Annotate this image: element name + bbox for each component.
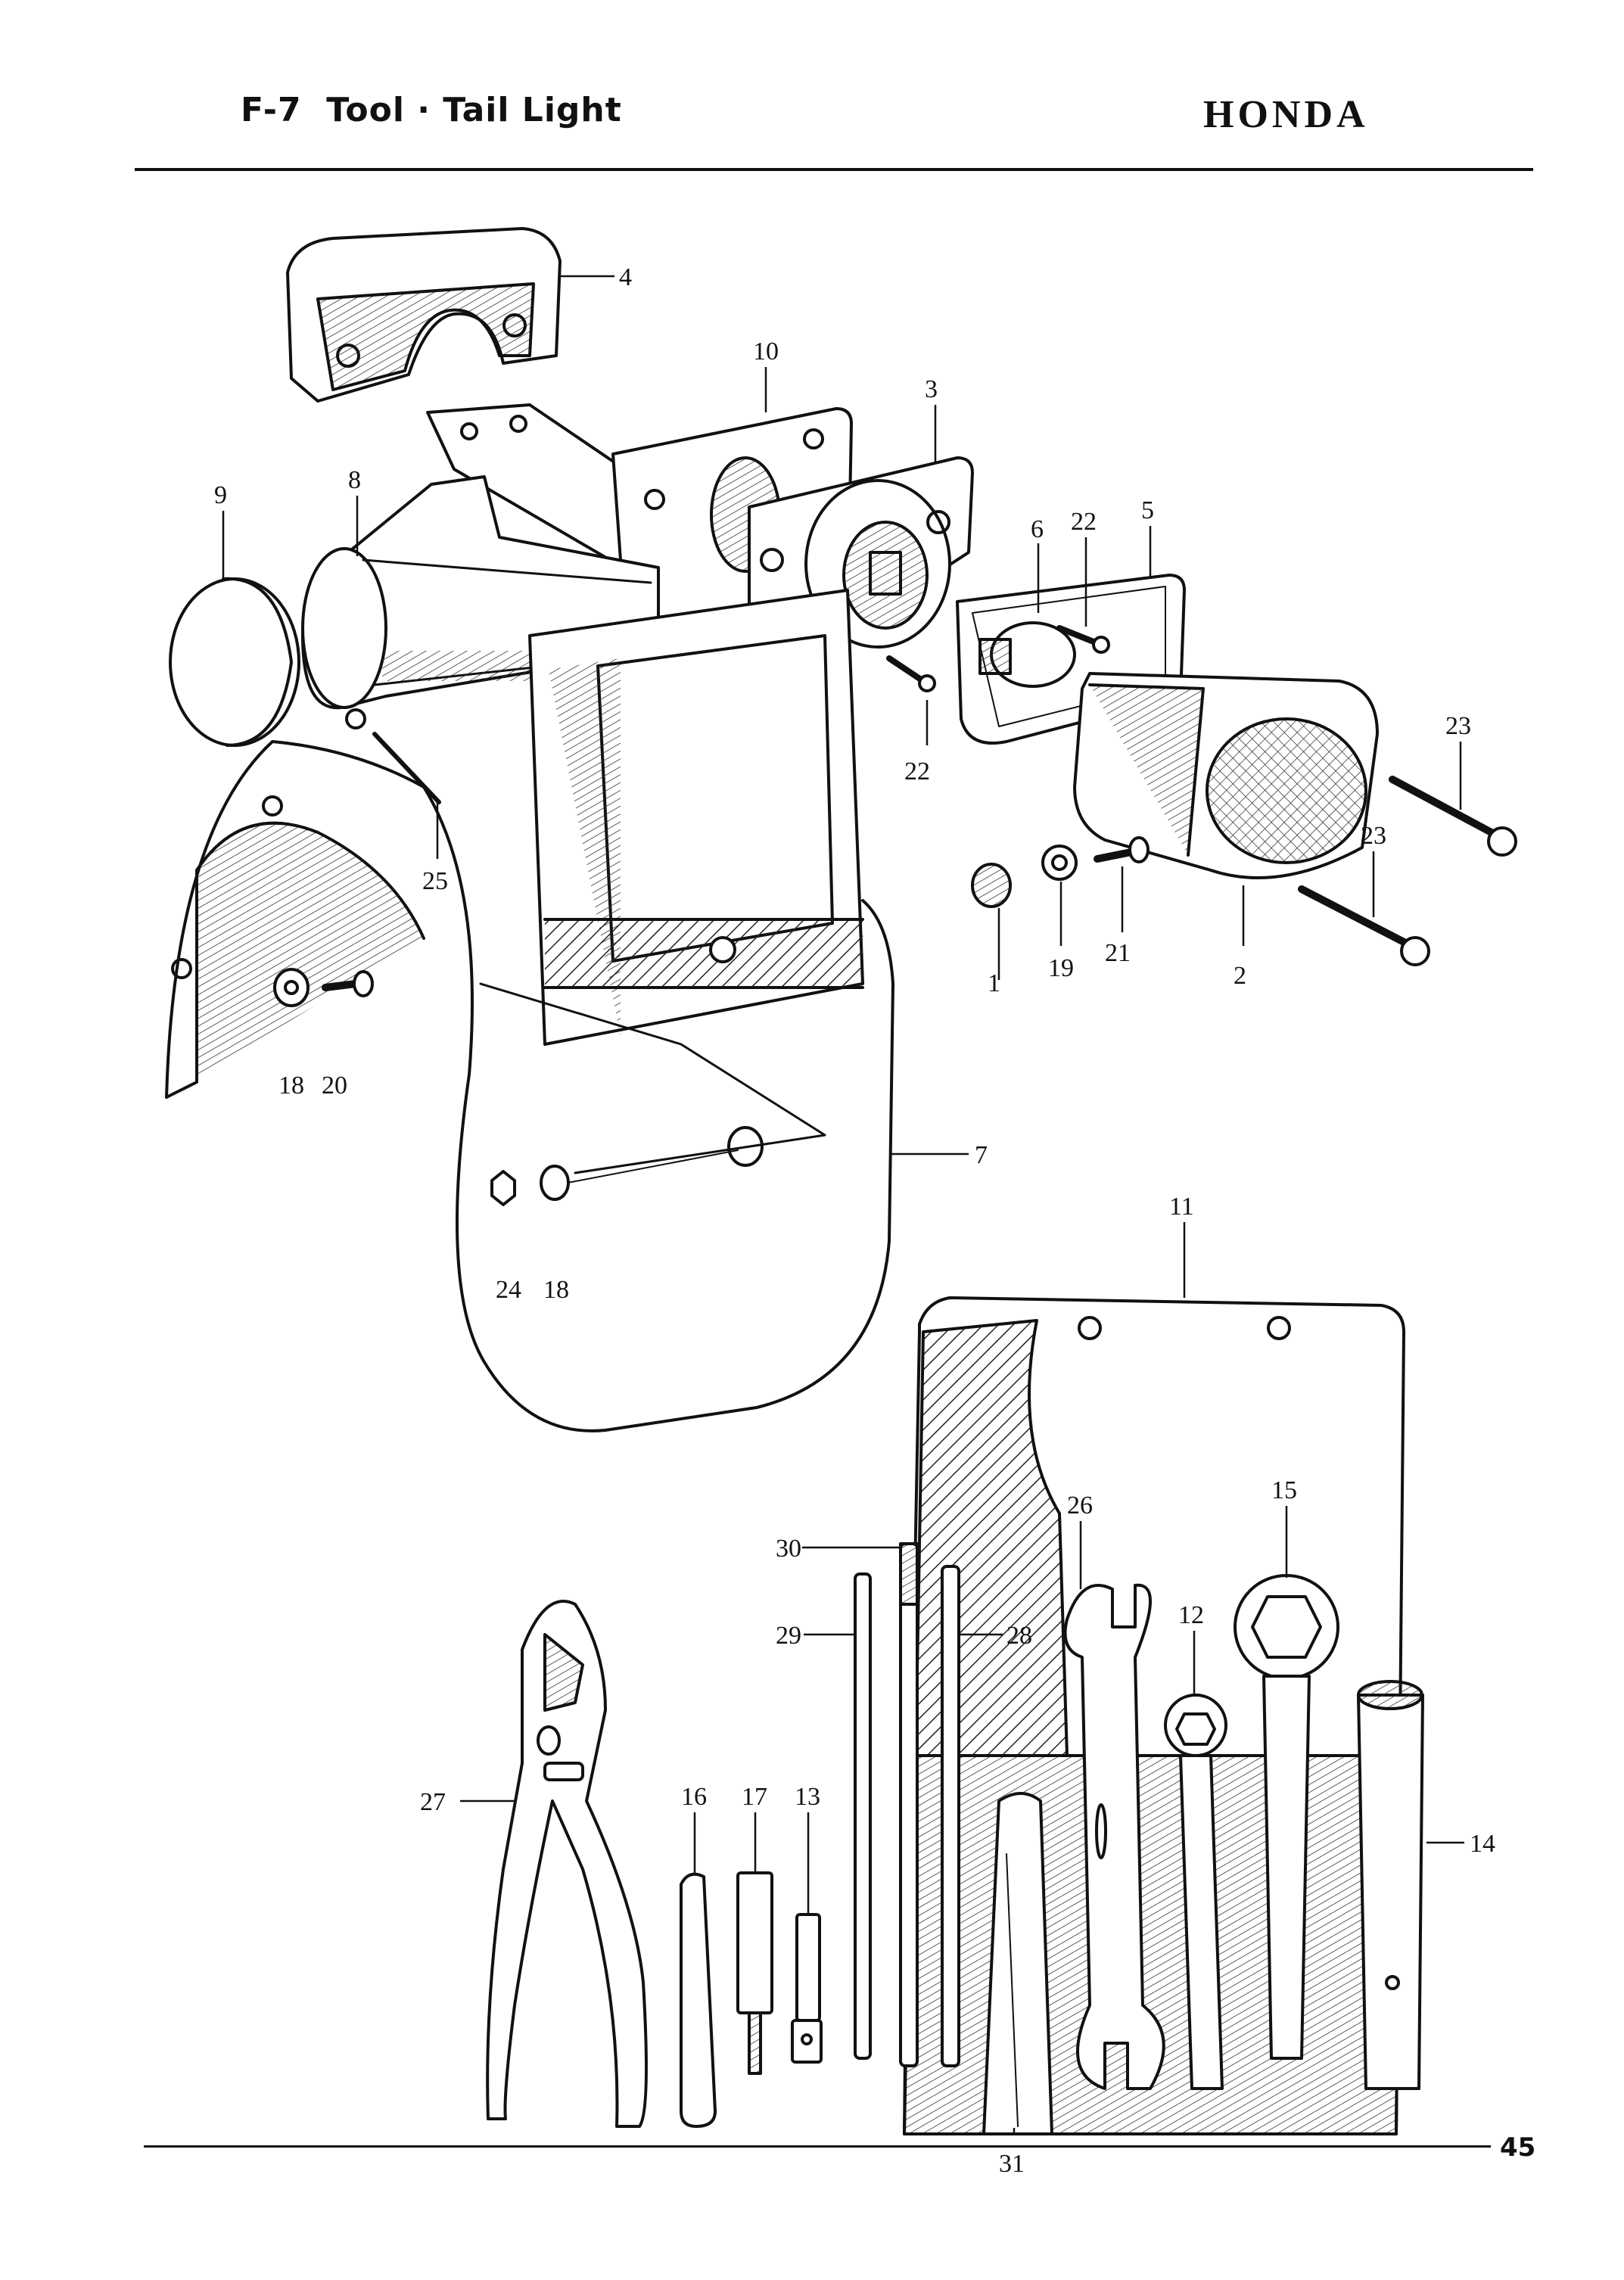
callout-6: 6 xyxy=(1031,515,1044,543)
collar-18-part xyxy=(540,1149,739,1201)
license-plate-bracket-part xyxy=(528,589,864,1046)
socket-13-part xyxy=(791,1913,823,2064)
callout-10: 10 xyxy=(753,337,779,365)
lens-cap-part xyxy=(169,577,300,747)
callout-12: 12 xyxy=(1178,1601,1204,1629)
callout-7: 7 xyxy=(975,1141,988,1169)
screwdriver-handle-part xyxy=(982,1792,1053,2135)
callout-14: 14 xyxy=(1470,1830,1495,1858)
header-rule xyxy=(135,168,1533,171)
callout-31: 31 xyxy=(999,2150,1025,2178)
callout-3: 3 xyxy=(925,375,938,403)
callout-27: 27 xyxy=(420,1788,446,1816)
callout-20: 20 xyxy=(322,1072,347,1100)
footer-rule xyxy=(144,2145,1491,2148)
washer-18-part xyxy=(273,968,310,1007)
screw-22-lower-part xyxy=(886,655,936,692)
screw-22-upper-part xyxy=(1056,625,1110,654)
collar-part xyxy=(1041,845,1078,881)
callout-15: 15 xyxy=(1271,1476,1297,1504)
callout-1: 1 xyxy=(988,969,1000,997)
ring-spanner-part xyxy=(1234,1574,1339,2060)
bolt-20-part xyxy=(322,970,374,997)
callout-25: 25 xyxy=(422,867,448,895)
callout-16: 16 xyxy=(681,1783,707,1811)
callout-11: 11 xyxy=(1169,1193,1194,1221)
screwdriver-28-part xyxy=(941,1565,960,2067)
rear-mudguard-part xyxy=(165,740,894,1432)
bulb-part xyxy=(978,621,1076,688)
open-end-wrench-part xyxy=(1063,1583,1165,2090)
callout-22-upper: 22 xyxy=(1071,508,1097,536)
page-title: F-7 Tool · Tail Light xyxy=(241,91,622,129)
callout-28: 28 xyxy=(1006,1622,1032,1650)
callout-17: 17 xyxy=(742,1783,767,1811)
tail-light-cover-part xyxy=(286,227,562,403)
callout-4: 4 xyxy=(619,263,632,291)
page-number: 45 xyxy=(1500,2132,1536,2163)
callout-23-lower: 23 xyxy=(1361,822,1386,850)
callout-18-lower: 18 xyxy=(543,1276,569,1304)
callout-29: 29 xyxy=(776,1622,801,1650)
bolt-21-part xyxy=(1094,836,1150,863)
callout-5: 5 xyxy=(1141,496,1154,524)
callout-2: 2 xyxy=(1234,962,1246,990)
tool-bag-part xyxy=(903,1296,1405,2135)
long-screw-23b-part xyxy=(1298,885,1430,966)
callout-22-lower: 22 xyxy=(904,757,930,785)
callout-21: 21 xyxy=(1105,939,1131,967)
drift-part xyxy=(680,1872,717,2128)
leader-lines xyxy=(222,275,1464,2134)
pliers-part xyxy=(486,1600,648,2128)
callout-30: 30 xyxy=(776,1535,801,1563)
screwdriver-29-part xyxy=(854,1572,872,2060)
callout-26: 26 xyxy=(1067,1491,1093,1519)
pin-part xyxy=(372,732,441,804)
tube-spanner-part xyxy=(1357,1680,1424,2090)
callout-9: 9 xyxy=(214,481,227,509)
callout-8: 8 xyxy=(348,466,361,494)
box-wrench-12-part xyxy=(1164,1694,1227,2090)
brand-logo: HONDA xyxy=(1203,93,1369,136)
tail-light-unit-part xyxy=(1073,672,1379,879)
callout-23-upper: 23 xyxy=(1445,712,1471,740)
callout-18-upper: 18 xyxy=(278,1072,304,1100)
screwdriver-30-part xyxy=(899,1542,919,2067)
callout-13: 13 xyxy=(795,1783,820,1811)
grommet-part xyxy=(971,863,1012,908)
callout-19: 19 xyxy=(1048,954,1074,982)
long-screw-23a-part xyxy=(1389,776,1517,857)
nut-24-part xyxy=(490,1170,516,1206)
callout-24: 24 xyxy=(496,1276,521,1304)
socket-extension-17-part xyxy=(736,1871,773,2075)
